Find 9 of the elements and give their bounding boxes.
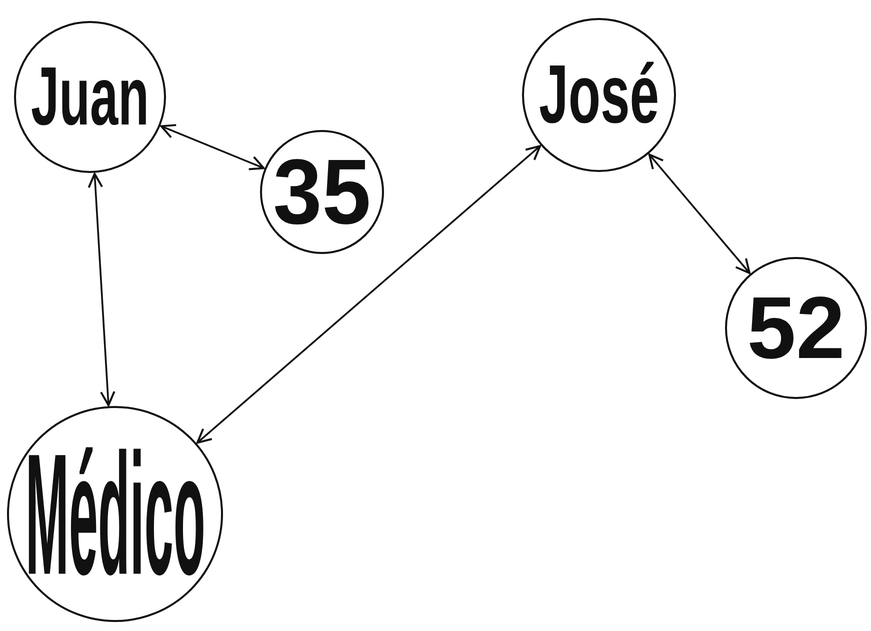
node-label: 52 (747, 284, 845, 372)
node-label: Médico (25, 428, 205, 600)
double-arrow (88, 172, 116, 406)
double-arrow (648, 154, 751, 274)
node-label: 35 (273, 146, 371, 238)
double-arrow (160, 124, 265, 170)
node-label: José (538, 54, 660, 136)
double-arrow (196, 145, 542, 444)
node-label: Juan (31, 56, 150, 138)
